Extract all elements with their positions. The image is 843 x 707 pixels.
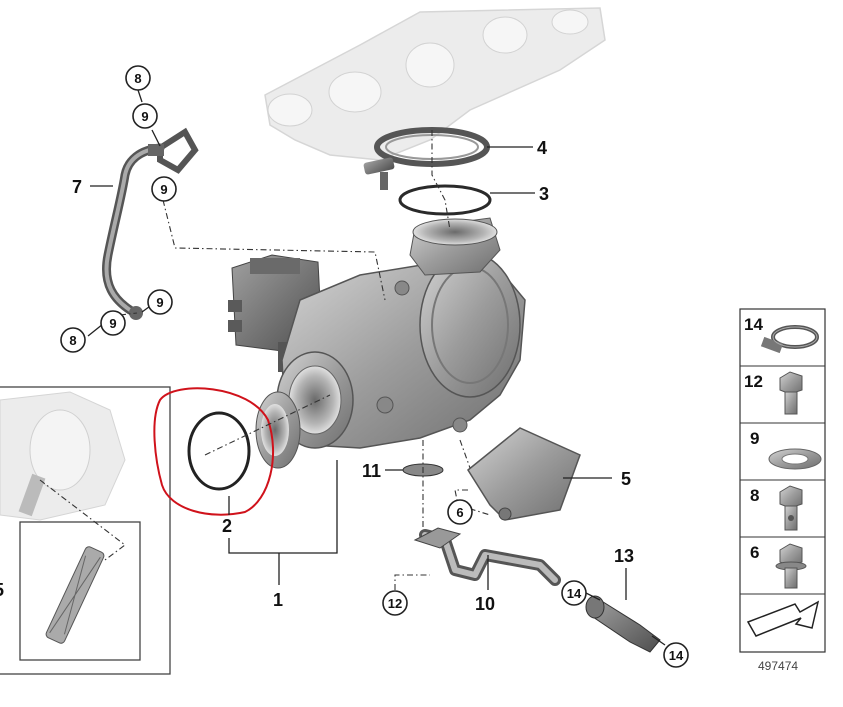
legend-panel: 14 12 9 8 6 497474 [739, 308, 826, 673]
part-2-o-ring [187, 411, 251, 491]
circled-label-12: 12 [382, 590, 408, 616]
circled-label-9-a: 9 [132, 103, 158, 129]
legend-item-9: 9 [750, 429, 822, 470]
hose-clamp-icon [772, 326, 818, 348]
svg-text:9: 9 [109, 316, 116, 331]
svg-text:14: 14 [744, 315, 763, 334]
highlight-circle [153, 387, 275, 516]
label-5: 5 [621, 469, 631, 489]
svg-text:9: 9 [160, 182, 167, 197]
svg-text:14: 14 [669, 648, 684, 663]
legend-item-6: 6 [750, 543, 807, 589]
inset-panel [0, 386, 171, 675]
label-4: 4 [537, 138, 547, 158]
label-11: 11 [362, 461, 381, 481]
turbocharger-body [255, 217, 526, 469]
legend-item-12: 12 [744, 371, 803, 415]
svg-text:8: 8 [750, 486, 759, 505]
circled-label-8-top: 8 [125, 65, 151, 91]
document-id: 497474 [758, 659, 798, 673]
leader-lines [87, 89, 666, 646]
label-7: 7 [72, 177, 82, 197]
circled-labels: 8 9 9 9 9 8 6 12 [60, 65, 689, 668]
circled-label-14-b: 14 [663, 642, 689, 668]
label-2: 2 [222, 516, 232, 536]
part-10-oil-return-pipe [413, 527, 561, 586]
svg-text:12: 12 [388, 596, 402, 611]
bolt-icon [779, 371, 803, 395]
assembly-lines [119, 130, 491, 590]
plain-labels: 4 3 7 5 11 2 1 10 13 5 [0, 138, 634, 614]
svg-text:12: 12 [744, 372, 763, 391]
svg-text:9: 9 [141, 109, 148, 124]
circled-label-9-d: 9 [100, 310, 126, 336]
label-3: 3 [539, 184, 549, 204]
legend-item-14: 14 [744, 315, 819, 354]
exhaust-manifold-ghost [264, 7, 606, 161]
label-5-edge: 5 [0, 580, 4, 600]
svg-text:14: 14 [567, 586, 582, 601]
circled-label-8-bottom: 8 [60, 327, 86, 353]
legend-arrow-icon [746, 600, 820, 637]
legend-item-8: 8 [750, 485, 803, 531]
part-5-heat-shield [467, 427, 581, 521]
svg-text:8: 8 [134, 71, 141, 86]
circled-label-9-c: 9 [147, 289, 173, 315]
circled-label-9-b: 9 [151, 176, 177, 202]
part-7-oil-feed-line [102, 127, 199, 320]
banjo-bolt-icon [779, 485, 803, 509]
label-10: 10 [475, 594, 495, 614]
label-1: 1 [273, 590, 283, 610]
circled-label-14-a: 14 [561, 580, 587, 606]
svg-text:9: 9 [156, 295, 163, 310]
svg-text:9: 9 [750, 429, 759, 448]
svg-text:6: 6 [456, 505, 463, 520]
svg-text:6: 6 [750, 543, 759, 562]
svg-text:8: 8 [69, 333, 76, 348]
part-3-gasket [398, 184, 492, 216]
flange-bolt-icon [779, 543, 803, 567]
part-13-hose [585, 595, 661, 653]
label-13: 13 [614, 546, 634, 566]
circled-label-6: 6 [447, 499, 473, 525]
